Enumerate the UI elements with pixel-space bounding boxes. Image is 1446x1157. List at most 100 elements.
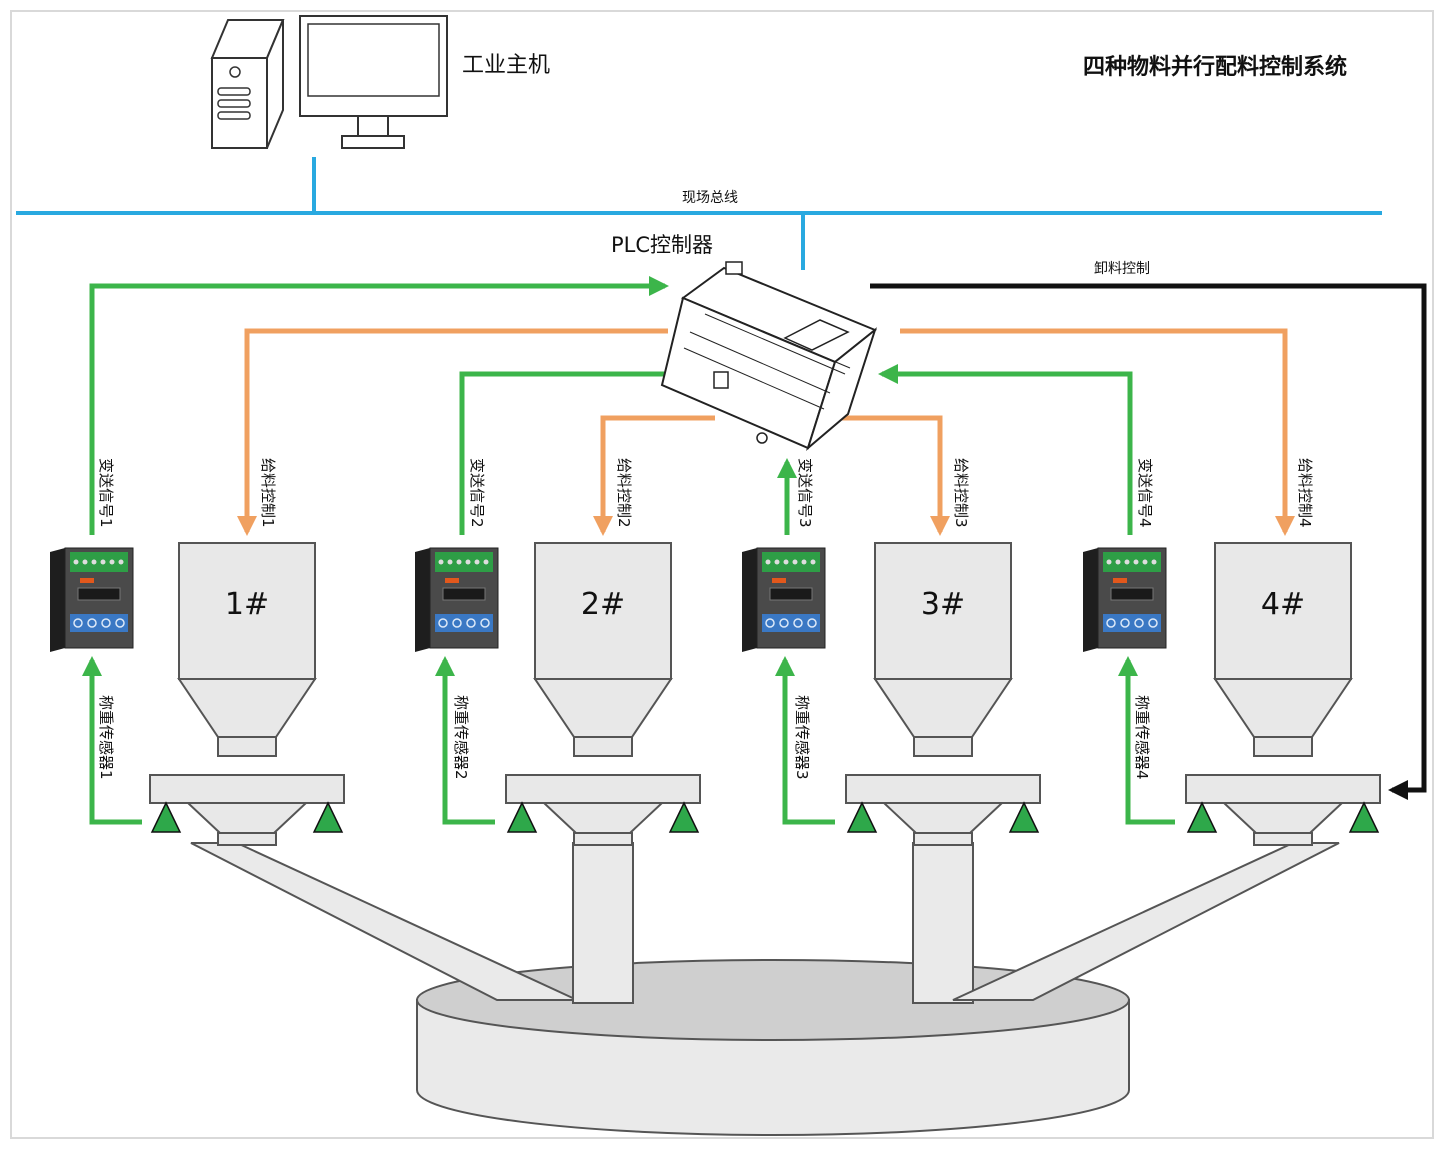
terminal-screw: [1142, 559, 1148, 565]
terminal-screw: [465, 559, 471, 565]
host-label: 工业主机: [462, 53, 550, 78]
terminal-screw: [1124, 559, 1130, 565]
terminal-screw: [480, 618, 490, 628]
terminal-screw: [73, 559, 79, 565]
terminal-screw: [807, 618, 817, 628]
weigh-outlet: [217, 832, 277, 846]
sensor-signal-wire-1: [82, 656, 142, 825]
feed-control-label: 给料控制2: [615, 458, 633, 528]
discharge-control-wire: [870, 283, 1427, 800]
feed-control-wire-4: [900, 328, 1295, 536]
transmit-signal-wire-1: [89, 276, 669, 535]
terminal-screw: [438, 559, 444, 565]
terminal-screw: [118, 559, 124, 565]
load-cell-icon: [846, 801, 878, 833]
terminal-screw: [810, 559, 816, 565]
transmitter-side: [742, 548, 757, 652]
chute: [952, 842, 1340, 1001]
transmitter-display: [442, 587, 486, 601]
terminal-screw: [101, 618, 111, 628]
transmitter-side: [1083, 548, 1098, 652]
weigh-platform: [505, 774, 701, 804]
terminal-screw: [1134, 618, 1144, 628]
transmitter-display: [77, 587, 121, 601]
transmitter-display: [1110, 587, 1154, 601]
hopper-label: 3#: [921, 587, 965, 622]
terminal-screw: [466, 618, 476, 628]
field-bus-label: 现场总线: [682, 190, 738, 206]
terminal-screw: [793, 618, 803, 628]
transmitter-side: [50, 548, 65, 652]
plc-label: PLC控制器: [611, 233, 713, 257]
transmitter-bottom-terminals: [435, 614, 493, 632]
weigh-outlet: [913, 832, 973, 846]
terminal-screw: [1133, 559, 1139, 565]
transmitter-display: [769, 587, 813, 601]
terminal-screw: [109, 559, 115, 565]
hopper-outlet: [913, 736, 973, 757]
weigh-outlet: [573, 832, 633, 846]
terminal-screw: [1115, 559, 1121, 565]
terminal-screw: [447, 559, 453, 565]
transmitter-bottom-terminals: [1103, 614, 1161, 632]
weigh-sensor-label: 称重传感器4: [1133, 695, 1151, 780]
hopper-body: [534, 542, 672, 680]
hopper-body: [1214, 542, 1352, 680]
terminal-screw: [783, 559, 789, 565]
transmitter-terminals: [70, 552, 128, 572]
transmitter-terminals: [762, 552, 820, 572]
transmitter-bottom-terminals: [762, 614, 820, 632]
transmit-signal-label: 变送信号4: [1136, 458, 1154, 528]
terminal-screw: [91, 559, 97, 565]
transmitter-icon: [742, 547, 826, 652]
signal-wires: [82, 276, 1427, 825]
feed-control-wire-3: [825, 415, 950, 536]
load-cell-icon: [312, 801, 344, 833]
weigh-platform: [1185, 774, 1381, 804]
chute: [912, 842, 974, 1004]
transmit-signal-label: 变送信号2: [468, 458, 486, 528]
brand-mark: [445, 578, 459, 583]
outer-frame: [10, 10, 1434, 1139]
terminal-screw: [452, 618, 462, 628]
hopper-outlet: [217, 736, 277, 757]
brand-mark: [1113, 578, 1127, 583]
transmitter-bottom-terminals: [70, 614, 128, 632]
terminal-screw: [456, 559, 462, 565]
transmit-signal-label: 变送信号1: [97, 458, 115, 528]
load-cell-icon: [150, 801, 182, 833]
weigh-sensor-label: 称重传感器1: [97, 695, 115, 780]
terminal-screw: [1120, 618, 1130, 628]
load-cell-icon: [1348, 801, 1380, 833]
terminal-screw: [779, 618, 789, 628]
brand-mark: [80, 578, 94, 583]
hopper-label: 4#: [1261, 587, 1305, 622]
transmitter-icon: [415, 547, 499, 652]
load-cell-icon: [1008, 801, 1040, 833]
load-cell-icon: [668, 801, 700, 833]
terminal-screw: [73, 618, 83, 628]
terminal-screw: [1151, 559, 1157, 565]
terminal-screw: [1148, 618, 1158, 628]
hopper-body: [874, 542, 1012, 680]
transmitter-icon: [50, 547, 134, 652]
diagram-title: 四种物料并行配料控制系统: [1083, 54, 1347, 80]
hopper-body: [178, 542, 316, 680]
weigh-outlet: [1253, 832, 1313, 846]
terminal-screw: [87, 618, 97, 628]
terminal-screw: [774, 559, 780, 565]
sensor-signal-wire-3: [775, 656, 835, 825]
load-cell-icon: [1186, 801, 1218, 833]
discharge-control-label: 卸料控制: [1094, 261, 1150, 277]
terminal-screw: [115, 618, 125, 628]
plc-controller-icon: [660, 261, 877, 452]
transmit-signal-wire-2: [459, 364, 694, 535]
terminal-screw: [100, 559, 106, 565]
sensor-signal-wire-4: [1118, 656, 1175, 825]
